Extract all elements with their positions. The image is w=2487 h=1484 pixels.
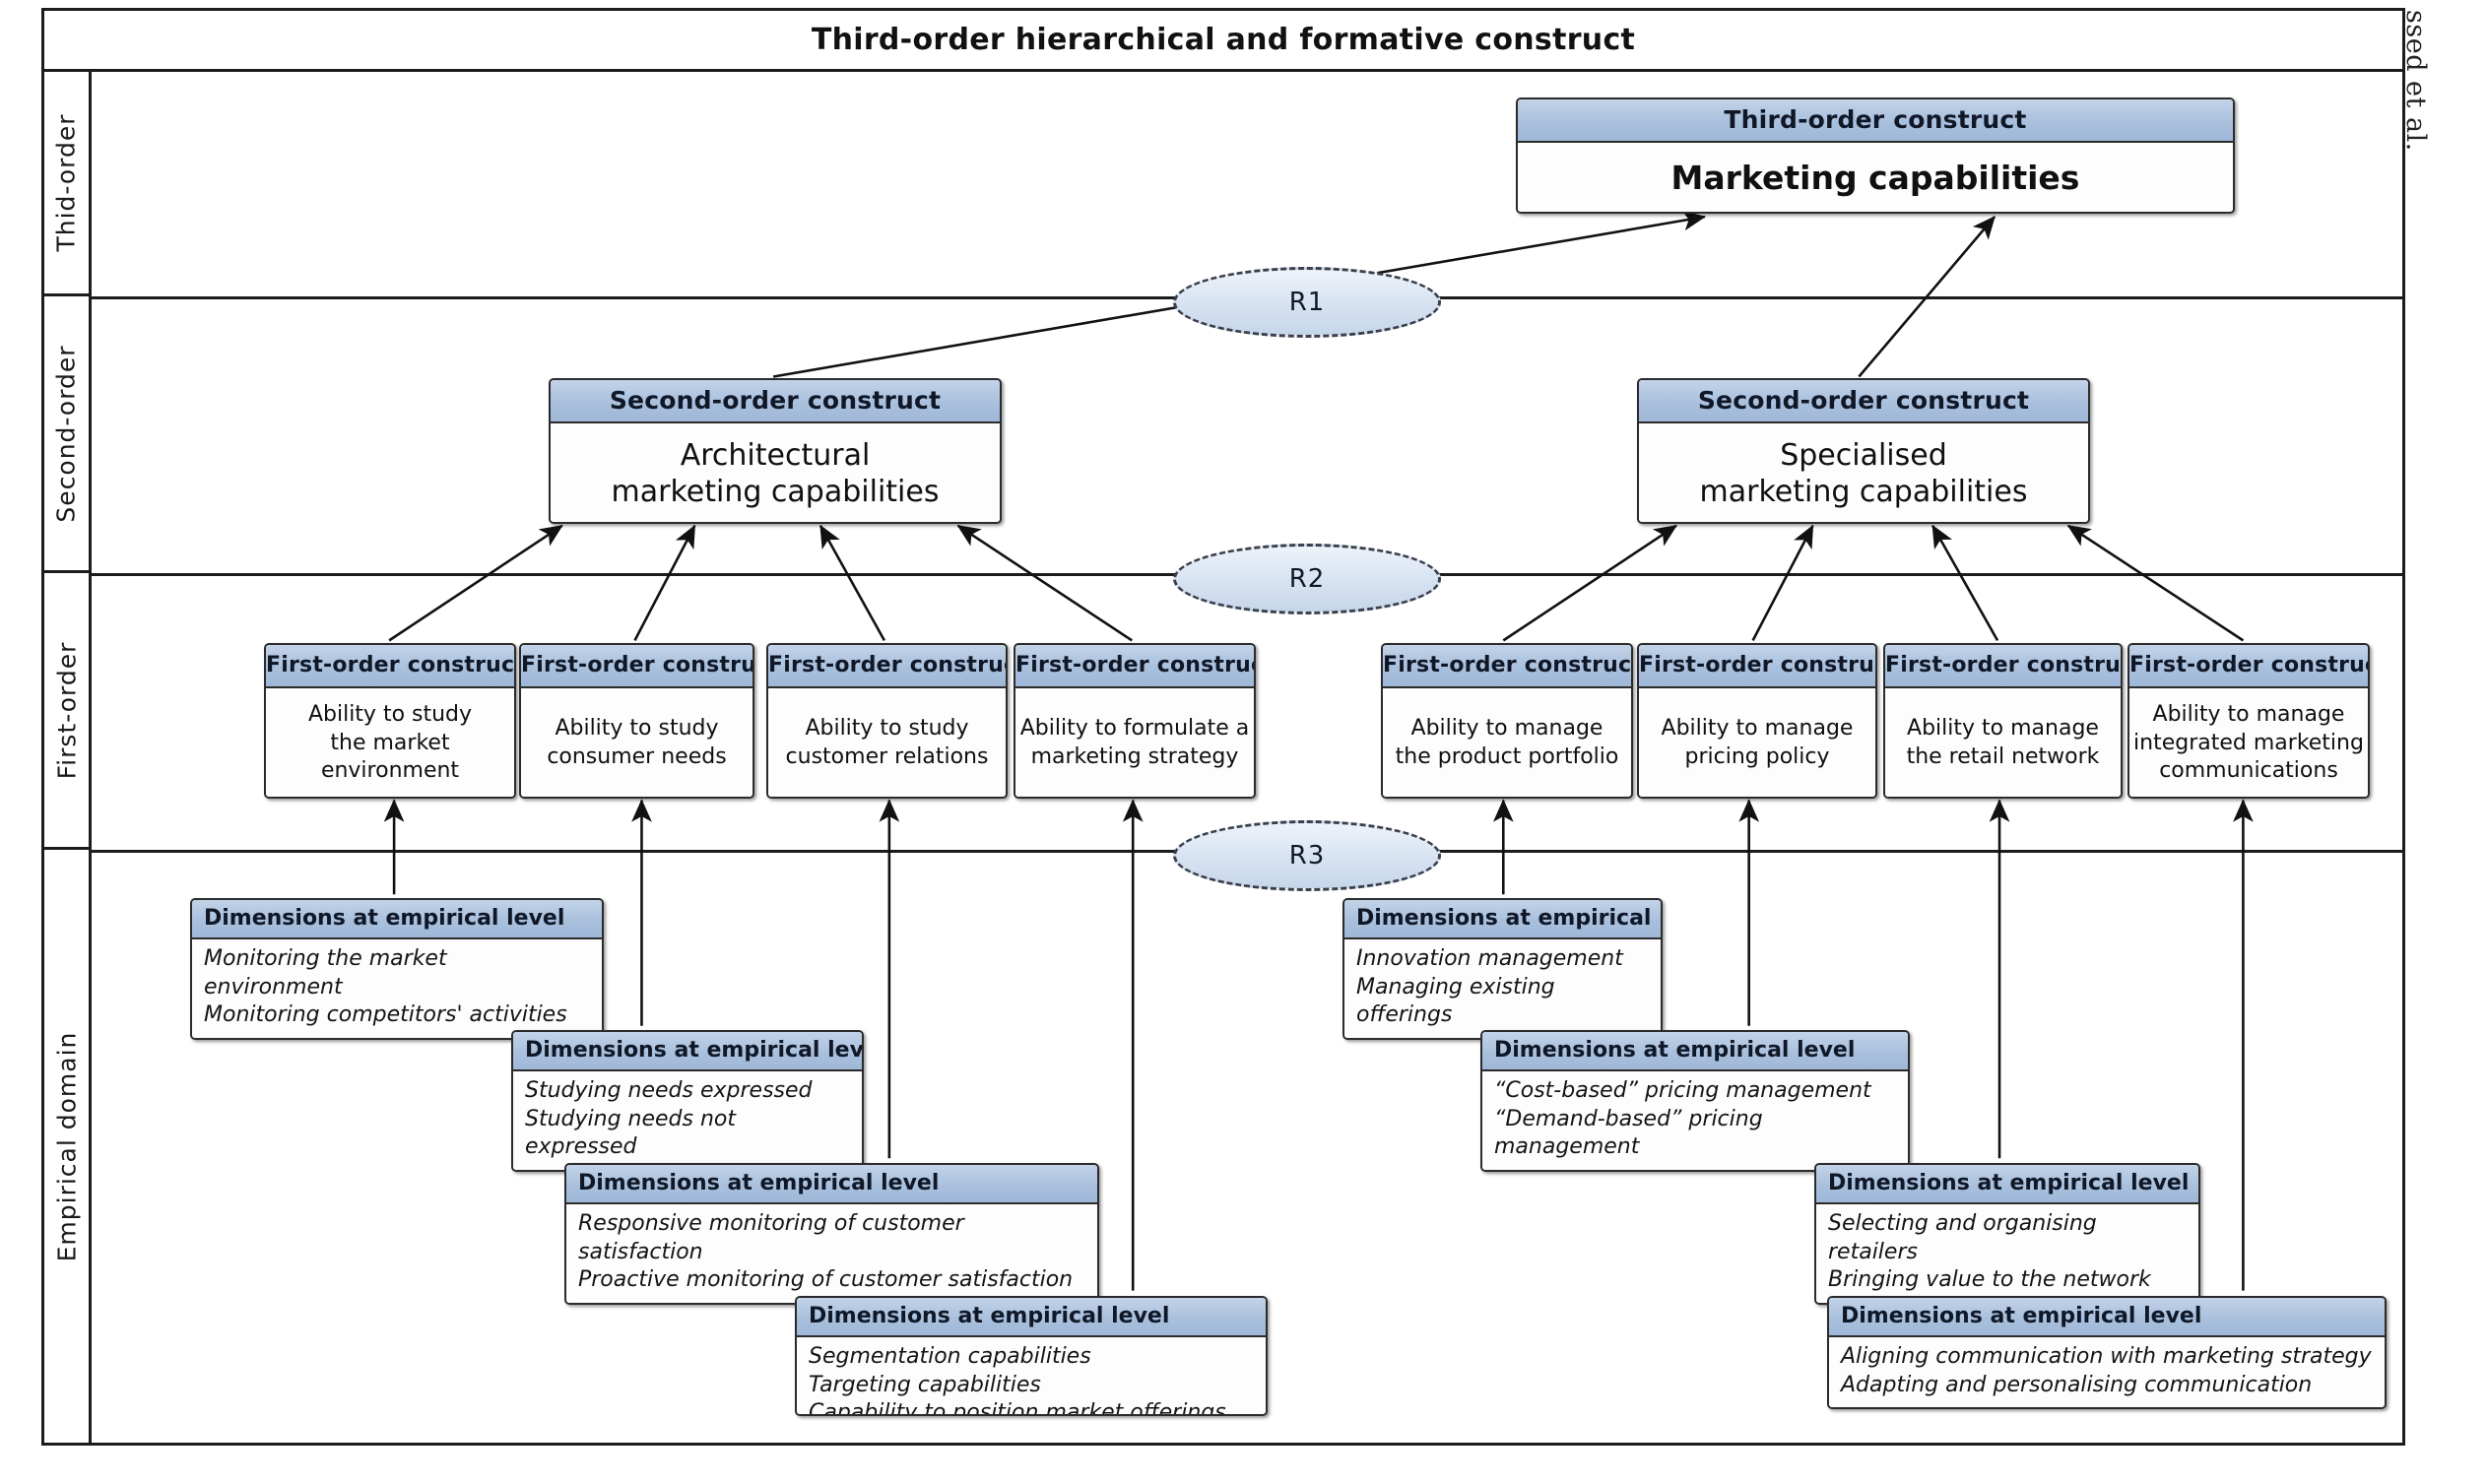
box-header: Dimensions at empirical level [1344, 900, 1661, 939]
dimensions-box-consumer-needs: Dimensions at empirical level Studying n… [511, 1030, 864, 1172]
box-body: Ability to study the market environment [266, 688, 514, 797]
box-header: First-order construct [1885, 645, 2121, 688]
box-body: Aligning communication with marketing st… [1829, 1337, 2385, 1408]
relation-label: R2 [1288, 564, 1326, 594]
first-order-construct-marketing-strategy: First-order construct Ability to formula… [1014, 643, 1256, 799]
relation-label: R3 [1288, 841, 1326, 871]
first-order-construct-product-portfolio: First-order construct Ability to manage … [1381, 643, 1633, 799]
box-body: Innovation management Managing existing … [1344, 939, 1661, 1038]
dimensions-box-marketing-communications: Dimensions at empirical level Aligning c… [1827, 1296, 2387, 1410]
second-order-construct-specialised: Second-order construct Specialised marke… [1637, 378, 2090, 524]
dimensions-box-retail-network: Dimensions at empirical level Selecting … [1814, 1163, 2200, 1305]
relation-ellipse-r3: R3 [1173, 820, 1441, 891]
box-body: Ability to manage the retail network [1885, 688, 2121, 797]
box-header: First-order construct [266, 645, 514, 688]
figure-title-bar: Third-order hierarchical and formative c… [44, 11, 2402, 72]
dimensions-box-pricing-policy: Dimensions at empirical level “Cost-base… [1480, 1030, 1910, 1172]
box-body: Ability to manage the product portfolio [1383, 688, 1631, 797]
box-header: Dimensions at empirical level [513, 1032, 862, 1071]
relation-ellipse-r1: R1 [1173, 267, 1441, 338]
dimensions-box-customer-relations: Dimensions at empirical level Responsive… [564, 1163, 1099, 1305]
box-header: Dimensions at empirical level [1482, 1032, 1908, 1071]
box-header: First-order construct [768, 645, 1006, 688]
row-label-text: Thid-order [52, 113, 82, 252]
relation-ellipse-r2: R2 [1173, 544, 1441, 614]
first-order-construct-pricing-policy: First-order construct Ability to manage … [1637, 643, 1877, 799]
figure-frame: Third-order hierarchical and formative c… [41, 8, 2405, 1446]
row-label-text: First-order [52, 641, 82, 779]
dimensions-box-product-portfolio: Dimensions at empirical level Innovation… [1342, 898, 1663, 1040]
box-header: Dimensions at empirical level [797, 1298, 1266, 1337]
box-header: Second-order construct [1639, 380, 2088, 423]
box-header: First-order construct [1639, 645, 1875, 688]
box-body: Marketing capabilities [1518, 143, 2233, 212]
box-body: “Cost-based” pricing management “Demand-… [1482, 1071, 1908, 1170]
row-label-text: Empirical domain [52, 1031, 81, 1261]
box-header: First-order construct [2129, 645, 2368, 688]
first-order-construct-retail-network: First-order construct Ability to manage … [1883, 643, 2123, 799]
box-body: Ability to manage integrated marketing c… [2129, 688, 2368, 797]
box-body: Architectural marketing capabilities [551, 423, 1000, 522]
box-header: Dimensions at empirical level [192, 900, 602, 939]
box-header: Dimensions at empirical level [1829, 1298, 2385, 1337]
first-order-construct-marketing-communications: First-order construct Ability to manage … [2127, 643, 2370, 799]
box-body: Studying needs expressed Studying needs … [513, 1071, 862, 1170]
box-body: Segmentation capabilities Targeting capa… [797, 1337, 1266, 1414]
box-header: Third-order construct [1518, 99, 2233, 143]
first-order-construct-customer-relations: First-order construct Ability to study c… [766, 643, 1008, 799]
row-label-thid-order: Thid-order [44, 72, 92, 296]
box-header: First-order construct [1015, 645, 1254, 688]
second-order-construct-architectural: Second-order construct Architectural mar… [549, 378, 1002, 524]
row-label-text: Second-order [52, 344, 81, 523]
page-title: Third-order hierarchical and formative c… [811, 23, 1636, 57]
box-body: Ability to formulate a marketing strateg… [1015, 688, 1254, 797]
box-header: First-order construct [521, 645, 753, 688]
row-label-first-order: First-order [44, 573, 92, 850]
box-header: Dimensions at empirical level [566, 1165, 1097, 1204]
box-body: Specialised marketing capabilities [1639, 423, 2088, 522]
dimensions-box-marketing-strategy: Dimensions at empirical level Segmentati… [795, 1296, 1268, 1416]
first-order-construct-consumer-needs: First-order construct Ability to study c… [519, 643, 754, 799]
box-header: Dimensions at empirical level [1816, 1165, 2198, 1204]
box-header: Second-order construct [551, 380, 1000, 423]
box-body: Selecting and organising retailers Bring… [1816, 1204, 2198, 1303]
box-body: Ability to study consumer needs [521, 688, 753, 797]
dimensions-box-market-environment: Dimensions at empirical level Monitoring… [190, 898, 604, 1040]
box-body: Responsive monitoring of customer satisf… [566, 1204, 1097, 1303]
box-header: First-order construct [1383, 645, 1631, 688]
row-label-empirical-domain: Empirical domain [44, 850, 92, 1443]
row-label-second-order: Second-order [44, 296, 92, 573]
box-body: Monitoring the market environment Monito… [192, 939, 602, 1038]
third-order-construct-box: Third-order construct Marketing capabili… [1516, 97, 2235, 214]
box-body: Ability to study customer relations [768, 688, 1006, 797]
box-body: Ability to manage pricing policy [1639, 688, 1875, 797]
relation-label: R1 [1288, 288, 1326, 317]
first-order-construct-market-environment: First-order construct Ability to study t… [264, 643, 516, 799]
